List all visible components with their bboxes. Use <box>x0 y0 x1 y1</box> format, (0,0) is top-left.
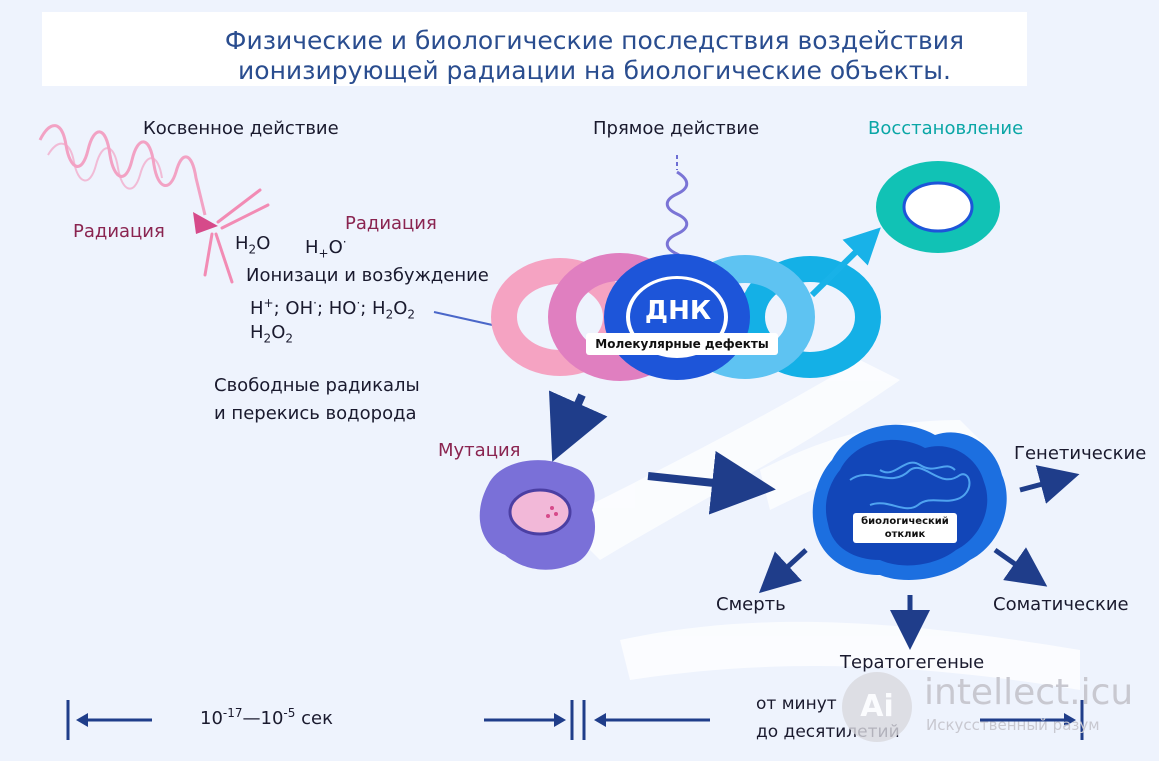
ion-h: H <box>250 298 264 319</box>
bio-response-label: биологический отклик <box>853 513 957 543</box>
teratogenic-label: Тератогегеные <box>840 652 985 673</box>
ion-h-sup: + <box>263 296 274 310</box>
formula-h3o: H+O· <box>305 235 347 261</box>
slow-line-1: от минут <box>756 694 837 714</box>
arrow-to-death <box>758 548 808 594</box>
h3o-tail: O <box>328 237 343 258</box>
arrow-to-genetic <box>1019 465 1080 504</box>
h3o-sup: · <box>342 235 347 249</box>
somatic-label: Соматические <box>993 594 1129 615</box>
title-banner <box>42 12 1027 86</box>
watermark-logo: Ai <box>842 672 912 742</box>
title-line-1: Физические и биологические последствия в… <box>224 26 965 55</box>
fast-exp-1: -17 <box>222 706 243 720</box>
impact-point <box>193 212 218 234</box>
h3o-base: H <box>305 237 319 258</box>
free-radicals-line-2: и перекись водорода <box>214 403 417 424</box>
molecular-defects-label: Молекулярные дефекты <box>586 333 778 355</box>
arrow-to-somatic <box>993 547 1048 587</box>
recovery-label: Восстановление <box>868 118 1024 139</box>
h2o2-h: H <box>250 322 264 343</box>
fast-base-1: 10 <box>200 708 223 729</box>
h2o2-o: O <box>271 322 286 343</box>
formula-h2o: H2O <box>235 233 270 257</box>
bio-response-blob <box>812 424 1007 580</box>
page-title: Физические и биологические последствия в… <box>42 26 1027 86</box>
bio-response-line-2: отклик <box>884 529 926 540</box>
genetic-label: Генетические <box>1014 443 1147 464</box>
h2o-tail: O <box>256 233 271 254</box>
formula-ions: H+; OH·; HO·; H2O2 <box>250 296 415 322</box>
arrow-to-bio-response <box>647 450 776 515</box>
watermark-subtext: Искусственный разум <box>926 716 1100 734</box>
fast-base-2: 10 <box>260 708 284 729</box>
ion-sep3: ; H <box>360 298 386 319</box>
radiation-label-right: Радиация <box>345 213 437 234</box>
ion-o2-sub: 2 <box>407 307 416 322</box>
radiation-wave-left-2 <box>47 142 163 190</box>
dna-label: ДНК <box>644 296 712 326</box>
mutation-label: Мутация <box>438 440 521 461</box>
ion-sep2: ; HO <box>316 298 357 319</box>
indirect-action-label: Косвенное действие <box>143 118 339 139</box>
ion-ho-sup: · <box>356 296 361 310</box>
mutation-cell <box>479 460 596 570</box>
ion-oh-sup: · <box>313 296 317 310</box>
h2o-sub: 2 <box>248 242 257 257</box>
h2o2-o-sub: 2 <box>285 331 293 346</box>
ion-o: O <box>393 298 408 319</box>
fast-exp-2: -5 <box>283 706 296 720</box>
watermark-text: intellect.icu <box>924 672 1134 713</box>
title-line-2: ионизирующей радиации на биологические о… <box>238 56 951 85</box>
death-label: Смерть <box>716 594 786 615</box>
impact-burst <box>203 188 270 284</box>
arrow-to-mutation <box>549 390 608 462</box>
fast-unit: сек <box>295 708 333 729</box>
radiation-label-left: Радиация <box>73 221 165 242</box>
timeline-fast-label: 10-17—10-5 сек <box>200 706 333 729</box>
free-radicals-label: Свободные радикалы и перекись водорода <box>214 372 420 428</box>
h2o-base: H <box>235 233 249 254</box>
ionization-label: Ионизаци и возбуждение <box>246 265 489 286</box>
h2o2-h-sub: 2 <box>263 331 272 346</box>
free-radicals-line-1: Свободные радикалы <box>214 375 420 396</box>
arrow-to-recovery <box>809 227 881 298</box>
direct-action-label: Прямое действие <box>593 118 760 139</box>
timeline <box>66 700 1084 740</box>
fast-dash: — <box>242 708 261 729</box>
formula-h2o2: H2O2 <box>250 322 293 346</box>
ion-sep1: ; OH <box>273 298 314 319</box>
recovery-cell <box>876 161 1000 253</box>
bio-response-line-1: биологический <box>861 516 949 527</box>
h3o-sub: + <box>318 246 329 261</box>
ion-h2-sub: 2 <box>385 307 394 322</box>
